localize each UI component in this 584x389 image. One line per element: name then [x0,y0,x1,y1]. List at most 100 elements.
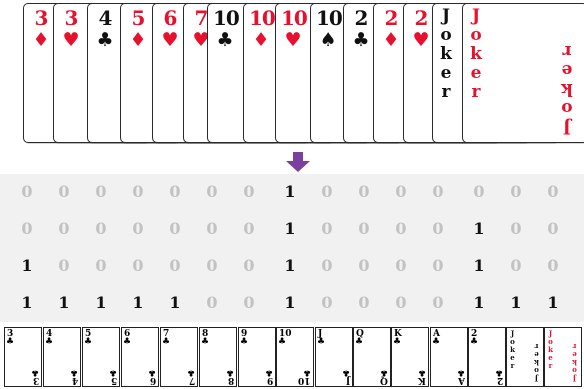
matrix-cell: 0 [234,289,264,317]
reference-card[interactable]: K♣♣K [391,327,429,387]
matrix-cell: 0 [501,215,531,243]
matrix-cell: 0 [49,252,79,280]
matrix-cell: 0 [123,178,153,206]
joker-letter: r [556,41,578,60]
matrix-cell: 1 [275,178,305,206]
matrix-cell: 1 [275,215,305,243]
matrix-cell: 0 [234,215,264,243]
diamond-icon: ♦ [29,30,53,50]
joker-letter: e [463,64,489,83]
matrix-cell: 1 [49,289,79,317]
joker-label: Joker [433,7,459,102]
card-rank: 10 [298,375,311,385]
club-icon: ♣ [317,338,325,347]
matrix-cell: 0 [349,178,379,206]
matrix-cell: 0 [312,252,342,280]
joker-letter: o [571,366,578,374]
card-rank: 3 [29,7,53,29]
joker-label: Joker [547,330,554,370]
matrix-cell: 0 [49,215,79,243]
matrix-cell: 1 [501,289,531,317]
card-count-matrix: 0000000100000000000000100001001000000100… [0,174,584,322]
matrix-cell: 1 [86,289,116,317]
reference-card[interactable]: Q♣♣Q [353,327,391,387]
joker-letter: k [463,45,489,64]
joker-label: Joker [463,7,489,102]
club-icon: ♣ [162,338,170,347]
matrix-cell: 0 [538,252,568,280]
joker-letter: k [556,79,578,98]
joker-letter: k [533,358,540,366]
joker-letter: r [533,342,540,350]
card-rank: 3 [59,7,83,29]
club-icon: ♣ [123,338,131,347]
joker-label-inverted: Joker [533,342,540,382]
matrix-cell: 0 [464,178,494,206]
card-rank: K [418,375,426,385]
joker-letter: o [556,98,578,117]
card-rank: 3 [33,375,39,385]
club-icon: ♣ [432,338,440,347]
reference-card[interactable]: 5♣♣5 [82,327,120,387]
matrix-cell: 0 [312,215,342,243]
heart-icon: ♥ [409,30,433,50]
matrix-cell: 0 [538,215,568,243]
card-rank: 5 [111,375,117,385]
club-icon: ♣ [278,338,286,347]
reference-card[interactable]: 8♣♣8 [199,327,237,387]
matrix-cell: 0 [12,215,42,243]
reference-card[interactable]: J♣♣J [315,327,353,387]
joker-letter: J [571,374,578,382]
heart-icon: ♥ [158,30,182,50]
club-icon: ♣ [393,338,401,347]
matrix-cell: 0 [234,178,264,206]
reference-card[interactable]: 2♣♣2 [468,327,506,387]
matrix-cell: 1 [464,289,494,317]
matrix-cell: 0 [123,215,153,243]
reference-card[interactable]: 6♣♣6 [121,327,159,387]
card-rank: 9 [267,375,273,385]
matrix-cell: 1 [12,252,42,280]
joker-letter: J [433,7,459,26]
matrix-cell: 0 [501,178,531,206]
club-icon: ♣ [240,338,248,347]
card-rank: 2 [409,7,433,29]
reference-card[interactable]: 7♣♣7 [160,327,198,387]
matrix-cell: 0 [423,252,453,280]
matrix-cell: 0 [312,178,342,206]
reference-card[interactable]: 9♣♣9 [238,327,276,387]
down-arrow-icon [286,152,310,172]
matrix-cell: 0 [386,289,416,317]
joker-letter: r [433,83,459,102]
reference-card[interactable]: A♣♣A [430,327,468,387]
joker-letter: r [571,342,578,350]
club-icon: ♣ [6,338,14,347]
matrix-cell: 0 [423,215,453,243]
joker-letter: e [556,60,578,79]
heart-icon: ♥ [281,30,305,50]
reference-card[interactable]: 4♣♣4 [43,327,81,387]
reference-card[interactable]: 10♣♣10 [276,327,314,387]
card-rank: 2 [349,7,373,29]
card-rank: 4 [93,7,117,29]
joker-letter: e [433,64,459,83]
heart-icon: ♥ [59,30,83,50]
club-icon: ♣ [45,338,53,347]
card-rank: 10 [213,7,237,29]
matrix-cell: 0 [86,178,116,206]
matrix-cell: 0 [197,178,227,206]
card-rank: A [458,375,465,385]
matrix-cell: 0 [234,252,264,280]
card-rank: Q [380,375,388,385]
reference-card[interactable]: 3♣♣3 [4,327,42,387]
joker-letter: J [556,117,578,136]
card-rank: 5 [126,7,150,29]
matrix-cell: 1 [275,252,305,280]
